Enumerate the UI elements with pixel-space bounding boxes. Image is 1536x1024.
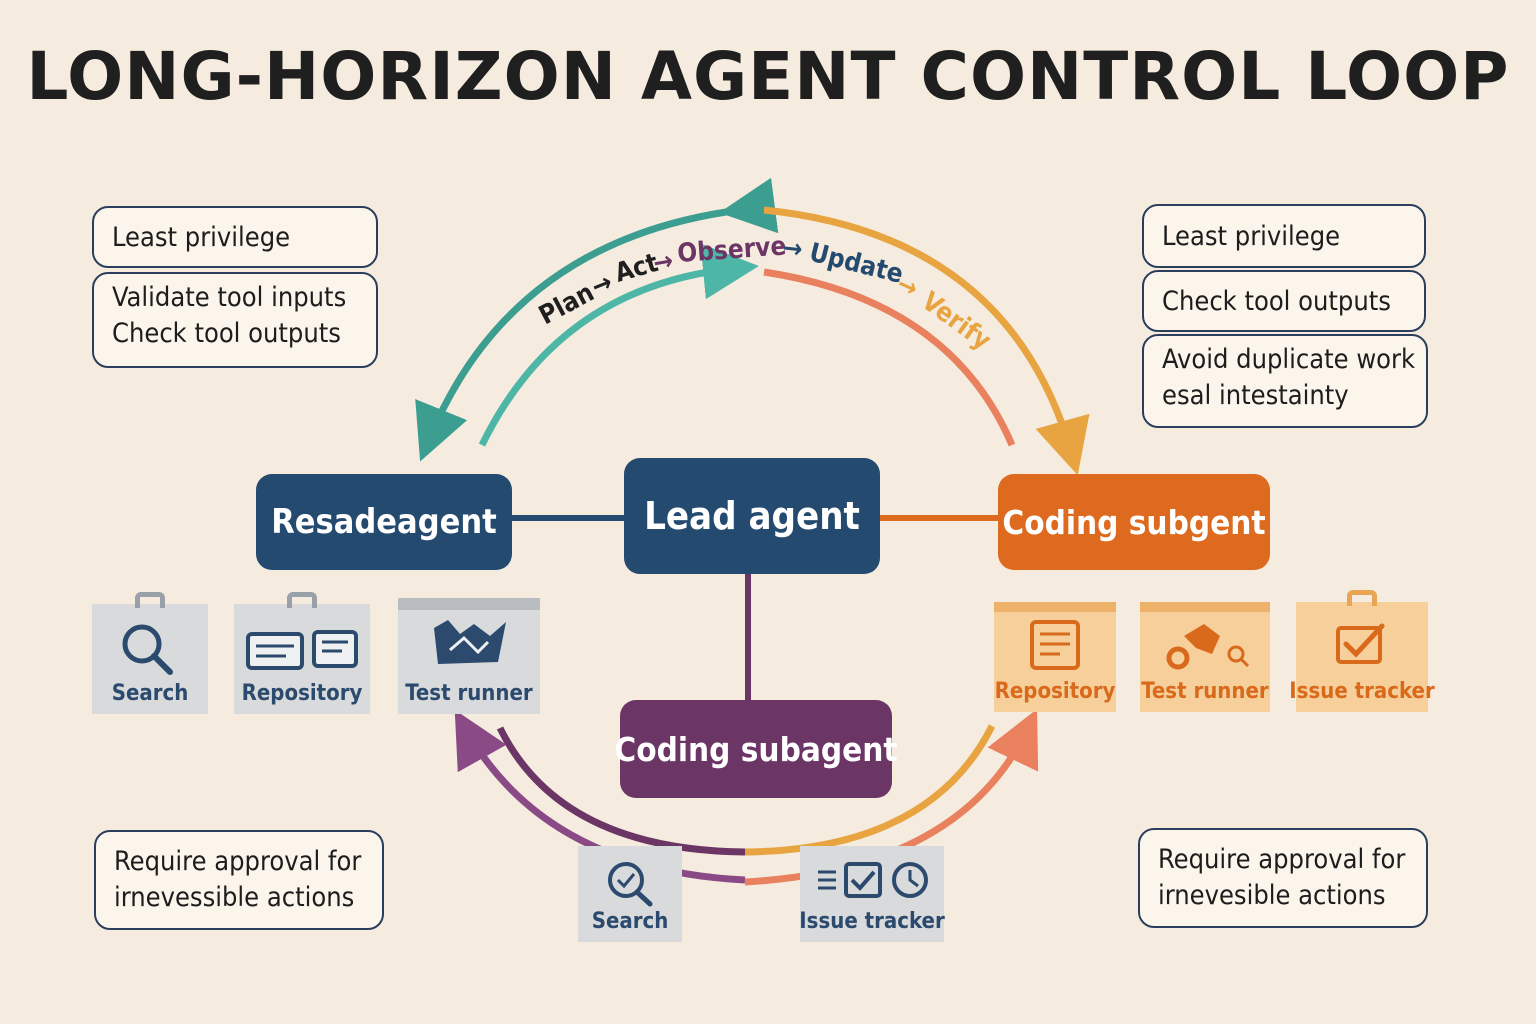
test-runner-icon [398, 598, 540, 664]
agent-left: Resadeagent [256, 474, 512, 570]
note-line: Validate tool inputs [112, 282, 347, 313]
note-bottom-right-approval: Require approval for irnevesible actions [1138, 828, 1428, 928]
search-check-icon [608, 862, 653, 907]
tool-handle [135, 592, 165, 608]
tool-left-repository: Repository [234, 592, 370, 714]
arc-top-right-inner [763, 268, 1016, 447]
loop-arrow-2: → [651, 246, 676, 279]
note-line: Least privilege [112, 222, 291, 253]
magnifier-icon [122, 624, 173, 675]
tool-right-test-runner: Test runner [1140, 602, 1270, 712]
note-line: Avoid duplicate work [1162, 344, 1416, 375]
arc-top-left-inner [478, 243, 759, 447]
tool-left-search: Search [92, 592, 208, 714]
note-top-left-tool-checks: Validate tool inputs Check tool outputs [92, 272, 378, 368]
note-line: esal intestainty [1162, 380, 1349, 411]
checkbox-icon [1336, 623, 1385, 664]
tool-label: Test runner [1141, 679, 1269, 704]
tool-label: Search [591, 909, 669, 934]
tool-label: Issue tracker [1289, 679, 1435, 704]
arc-top-left-outer [415, 177, 779, 462]
note-top-right-duplicate-work: Avoid duplicate work esal intestainty [1142, 334, 1428, 428]
arc-bottom-right-outer [744, 709, 1039, 886]
document-list-icon [994, 602, 1116, 670]
note-top-right-outputs: Check tool outputs [1142, 270, 1426, 332]
tool-label: Search [111, 681, 189, 706]
list-check-clock-icon [818, 862, 928, 898]
note-line: irnevessible actions [114, 882, 355, 913]
agent-bottom: Coding subagent [614, 700, 898, 798]
agent-right: Coding subgent [998, 474, 1270, 570]
tool-handle [287, 592, 317, 608]
tool-label: Repository [241, 681, 363, 706]
tool-left-test-runner: Test runner [398, 598, 540, 714]
tool-handle [1347, 590, 1377, 606]
loop-arrow-3: → [781, 233, 804, 265]
note-top-left-privilege: Least privilege [92, 206, 378, 268]
note-line: irnevesible actions [1158, 880, 1386, 911]
tool-right-issue-tracker: Issue tracker [1289, 590, 1435, 712]
note-line: Require approval for [1158, 844, 1406, 875]
loop-step-observe: Observe [676, 231, 787, 269]
agent-lead: Lead agent [624, 458, 880, 574]
note-top-right-privilege: Least privilege [1142, 204, 1426, 268]
arc-bottom-left-outer [454, 709, 746, 884]
repository-cards-icon [246, 630, 358, 670]
tool-bottom-search: Search [578, 846, 682, 942]
diagram-title: LONG-HORIZON AGENT CONTROL LOOP [26, 38, 1510, 115]
note-line: Check tool outputs [112, 318, 341, 349]
note-line: Least privilege [1162, 221, 1341, 252]
tool-label: Test runner [405, 681, 533, 706]
arc-bottom-left-inner [496, 726, 746, 856]
note-bottom-left-approval: Require approval for irnevessible action… [94, 830, 384, 930]
tool-bottom-issue-tracker: Issue tracker [799, 846, 945, 942]
test-runner-tools-icon [1140, 602, 1270, 670]
note-line: Check tool outputs [1162, 286, 1391, 317]
tool-label: Issue tracker [799, 909, 945, 934]
tool-right-repository: Repository [994, 602, 1116, 712]
note-line: Require approval for [114, 846, 362, 877]
arc-top-right-outer [763, 206, 1090, 476]
arc-bottom-right-inner [744, 724, 996, 856]
tool-label: Repository [994, 679, 1116, 704]
